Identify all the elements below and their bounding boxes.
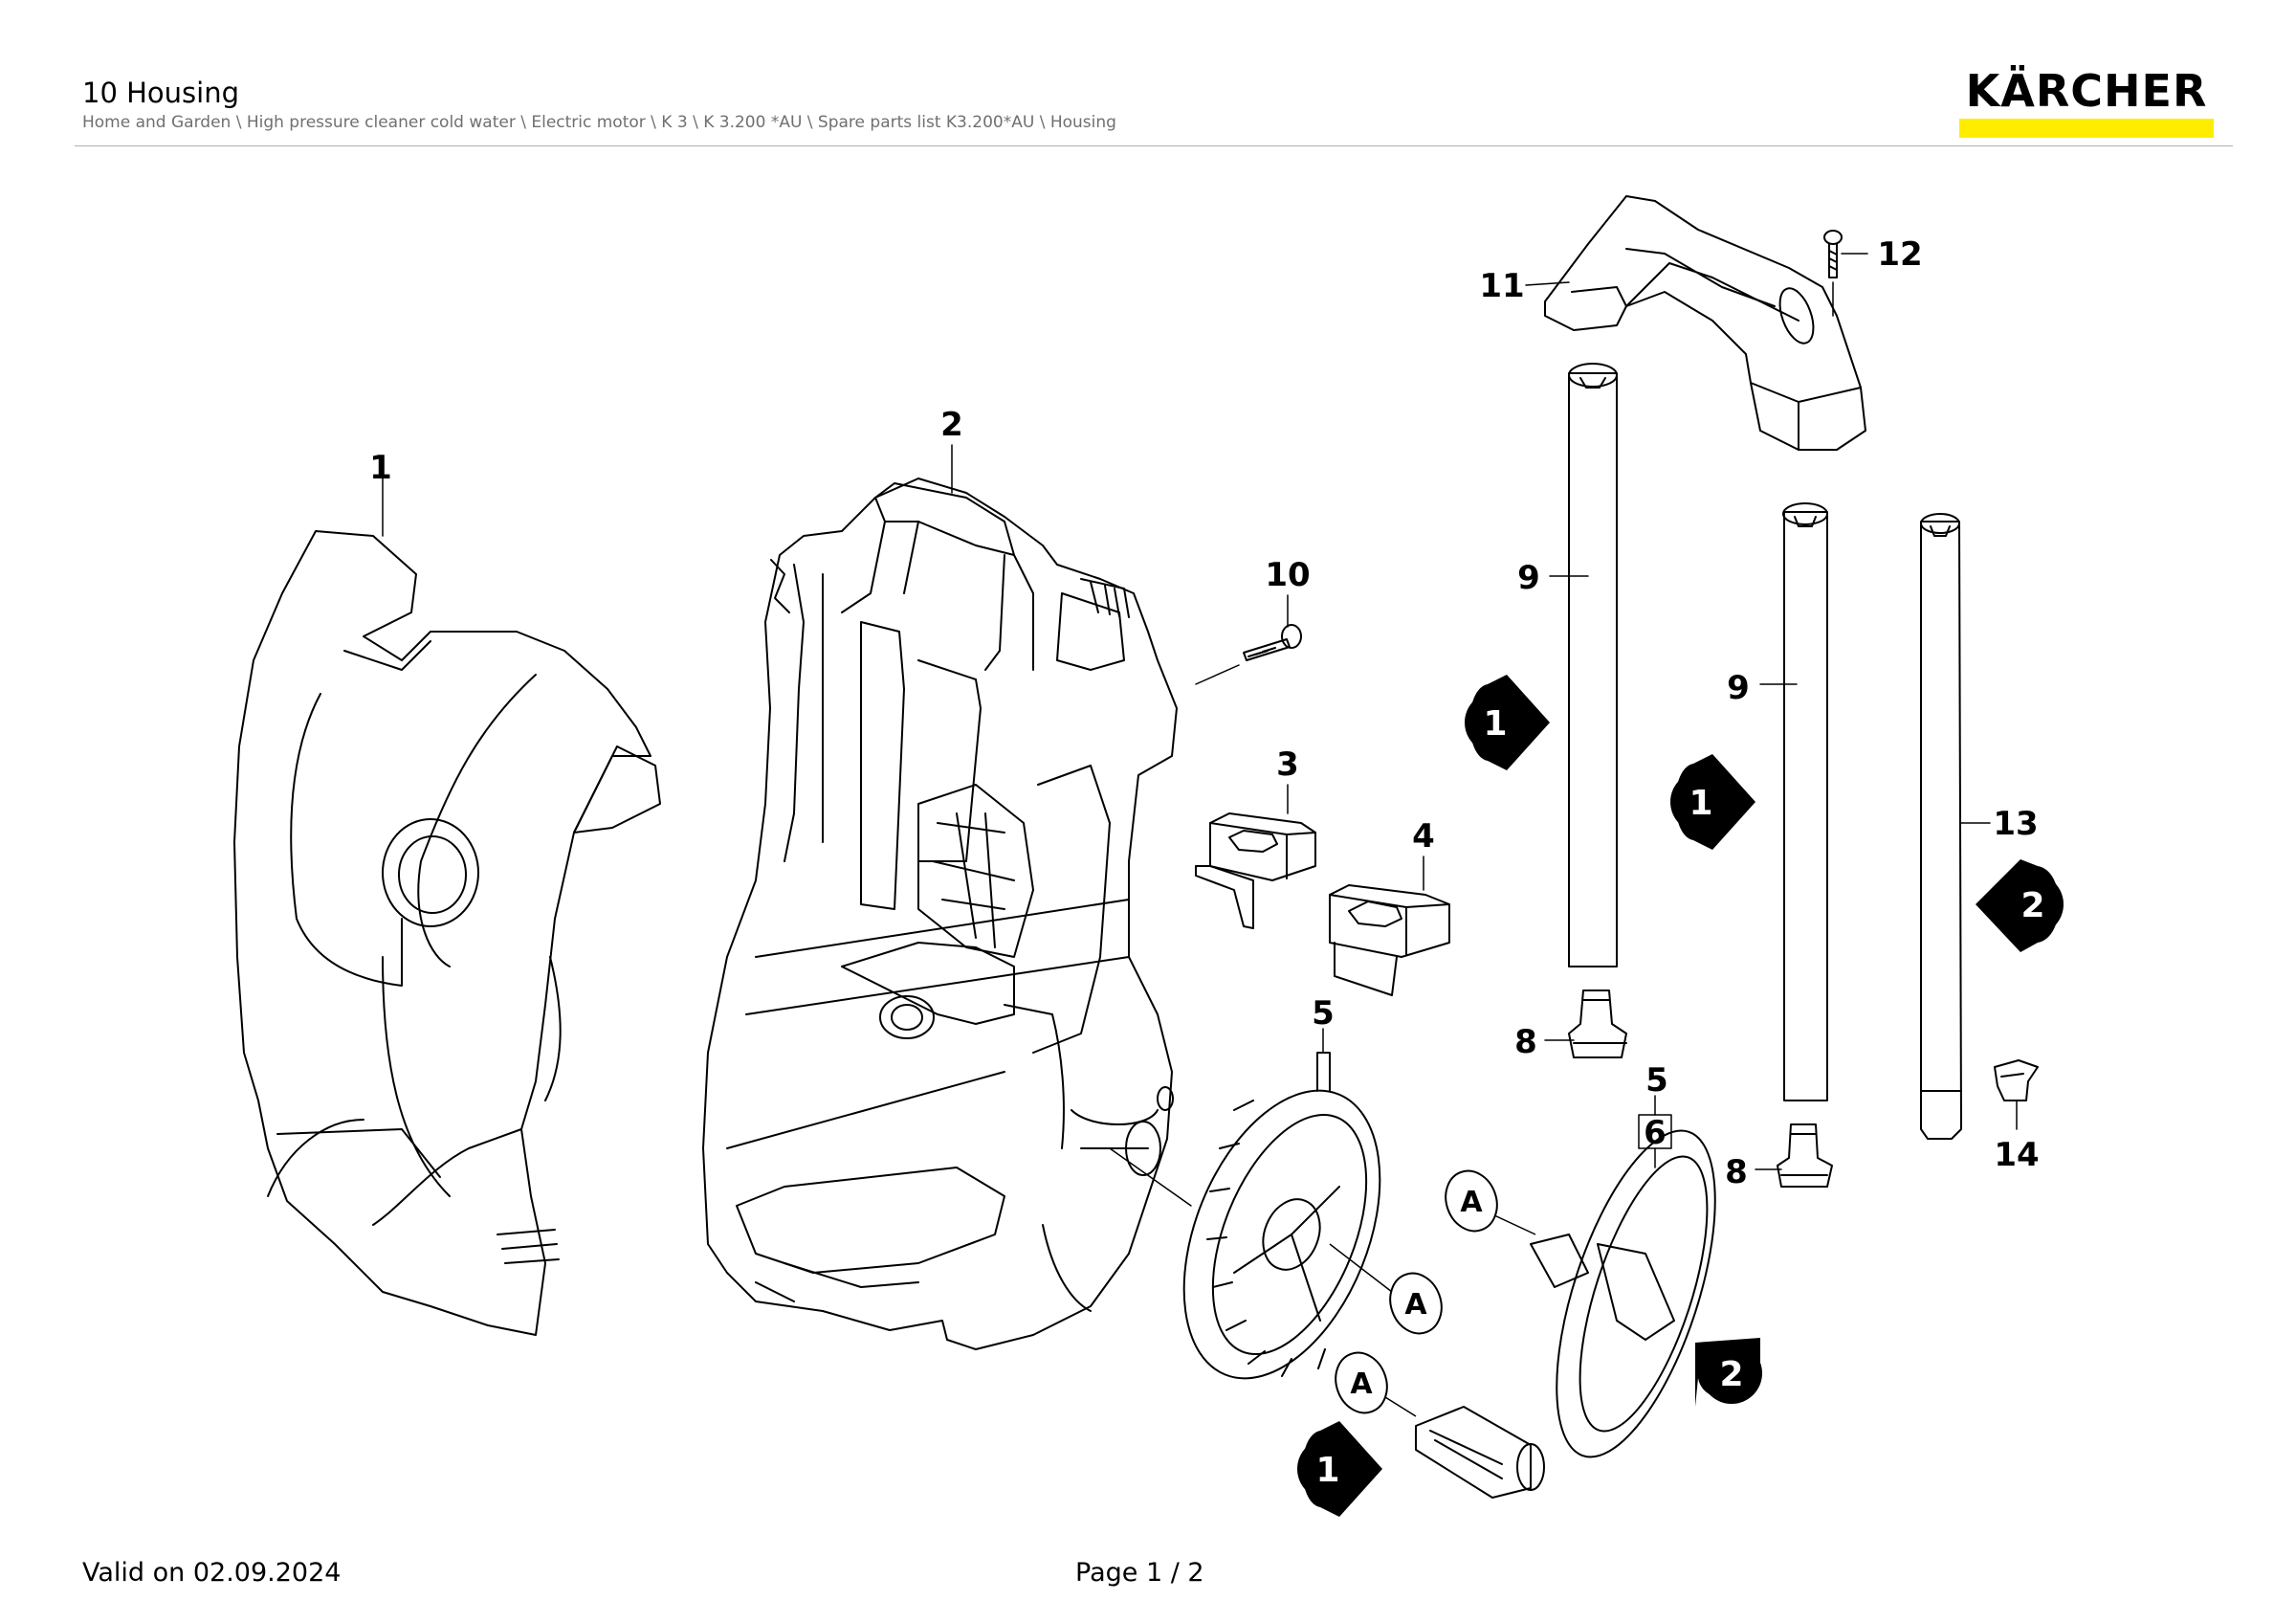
breadcrumb[interactable]: Home and Garden \ High pressure cleaner … bbox=[82, 113, 1116, 132]
reference-arrow-1a: 1 bbox=[1465, 675, 1550, 770]
part-tube-9a bbox=[1568, 363, 1618, 967]
part-number-label: 2 bbox=[940, 406, 963, 444]
part-clip-4 bbox=[1329, 884, 1450, 996]
part-screw-12 bbox=[1823, 230, 1843, 317]
part-number-label: 14 bbox=[1994, 1136, 2039, 1174]
part-number-label: 11 bbox=[1479, 267, 1524, 305]
part-wheel-5 bbox=[1109, 1052, 1381, 1380]
assembly-label: A bbox=[1404, 1288, 1427, 1322]
logo-wordmark: KÄRCHER bbox=[1965, 65, 2208, 117]
reference-label: 1 bbox=[1315, 1451, 1339, 1490]
assembly-label: A bbox=[1460, 1186, 1483, 1219]
reference-arrow-1c: 1 bbox=[1297, 1421, 1382, 1517]
part-number-label: 5 bbox=[1312, 994, 1335, 1033]
part-handle-11 bbox=[1544, 195, 1866, 451]
part-tube-13 bbox=[1920, 513, 1962, 1140]
part-number-label: 8 bbox=[1514, 1023, 1537, 1061]
part-number-label: 9 bbox=[1727, 669, 1750, 707]
assembly-marks: A A A bbox=[1329, 1169, 1536, 1417]
part-number-label: 4 bbox=[1412, 817, 1435, 856]
part-tube-9b bbox=[1782, 502, 1828, 1101]
assembly-label: A bbox=[1350, 1367, 1373, 1401]
reference-arrow-2a: 2 bbox=[1976, 859, 2064, 952]
part-number-label: 5 bbox=[1645, 1061, 1668, 1100]
part-number-label: 3 bbox=[1276, 745, 1299, 784]
assembly-mark-a: A bbox=[1335, 1351, 1388, 1414]
part-number-label: 1 bbox=[369, 449, 392, 487]
assembly-mark-a: A bbox=[1389, 1272, 1443, 1335]
reference-arrow-2b: 2 bbox=[1695, 1338, 1762, 1407]
part-number-label: 6 bbox=[1644, 1114, 1667, 1152]
part-number-label: 13 bbox=[1993, 805, 2038, 843]
part-number-label: 10 bbox=[1265, 556, 1310, 594]
logo-yellow-bar bbox=[1959, 119, 2214, 138]
part-front-cover bbox=[233, 530, 661, 1336]
karcher-logo: KÄRCHER bbox=[1959, 65, 2214, 138]
page-number: Page 1 / 2 bbox=[1075, 1558, 1204, 1588]
page-title: 10 Housing bbox=[82, 77, 240, 109]
part-plug-8b bbox=[1777, 1123, 1833, 1188]
valid-date: Valid on 02.09.2024 bbox=[82, 1558, 342, 1588]
part-axle-pin bbox=[1415, 1406, 1545, 1499]
part-screw-10 bbox=[1195, 624, 1302, 685]
part-hubcap-6 bbox=[1530, 1129, 1716, 1458]
part-plug-8a bbox=[1568, 989, 1627, 1058]
part-number-label: 9 bbox=[1517, 559, 1540, 597]
assembly-mark-a: A bbox=[1445, 1169, 1498, 1233]
part-main-housing bbox=[702, 478, 1178, 1350]
part-number-label: 8 bbox=[1725, 1153, 1748, 1191]
part-clip-14 bbox=[1994, 1059, 2039, 1101]
part-number-labels: 1 2 10 3 4 5 9 8 11 12 9 8 13 14 5 6 bbox=[369, 235, 2040, 1191]
reference-label: 2 bbox=[1719, 1355, 1743, 1394]
part-number-label: 12 bbox=[1877, 235, 1922, 274]
reference-label: 1 bbox=[1689, 784, 1712, 823]
header-divider bbox=[75, 145, 2233, 146]
part-clip-3 bbox=[1195, 812, 1316, 929]
reference-arrow-1b: 1 bbox=[1670, 754, 1755, 850]
reference-markers: 1 1 1 2 2 bbox=[1297, 675, 2064, 1517]
reference-label: 2 bbox=[2020, 886, 2044, 925]
reference-label: 1 bbox=[1483, 704, 1507, 744]
